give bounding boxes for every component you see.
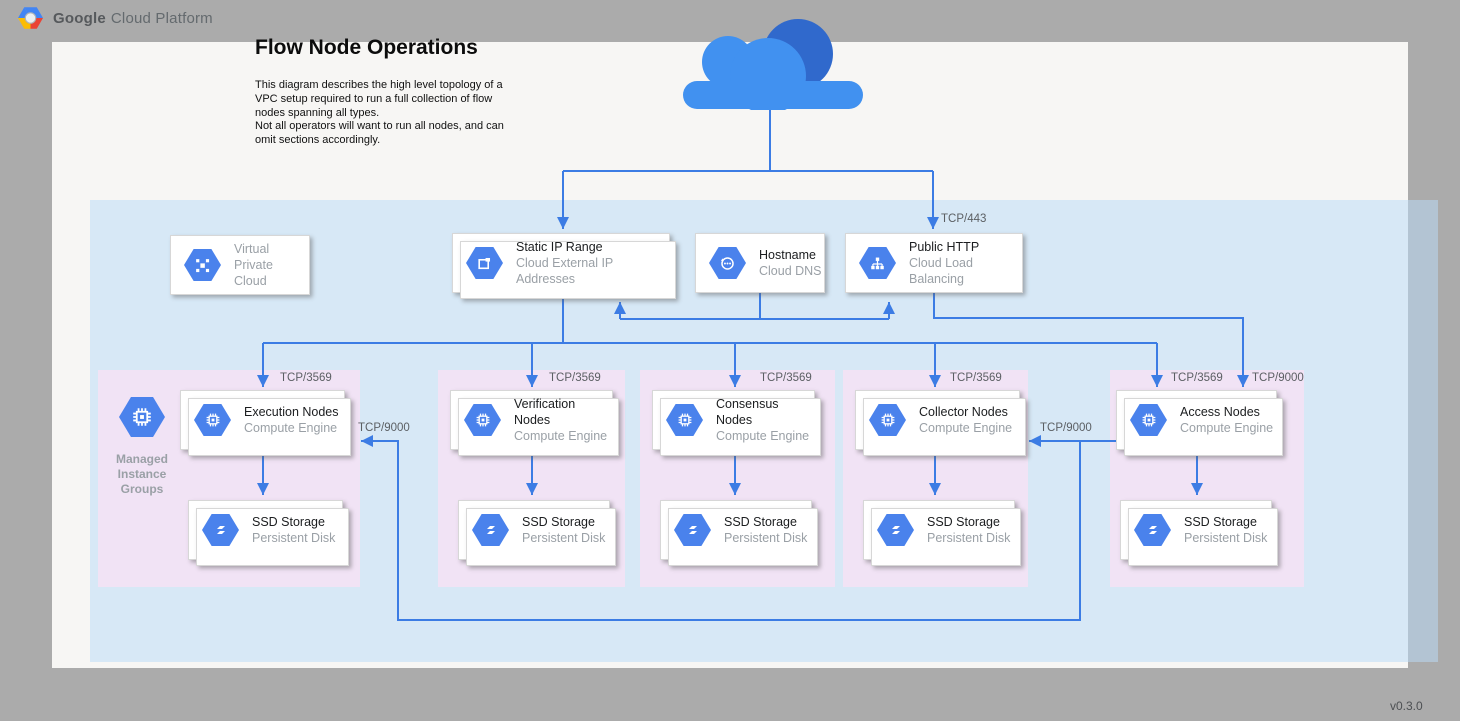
- consensus-ssd-card: SSD Storage Persistent Disk: [660, 500, 818, 566]
- card-title: SSD Storage: [927, 515, 1000, 529]
- managed-instance-groups-label: Managed Instance Groups: [115, 452, 168, 496]
- port-label-verification-3569: TCP/3569: [549, 372, 601, 384]
- collector-nodes-card: Collector Nodes Compute Engine: [855, 390, 1026, 456]
- card-subtitle: Persistent Disk: [522, 531, 606, 545]
- card-title: Access Nodes: [1180, 405, 1260, 419]
- persistent-disk-icon: [472, 514, 509, 546]
- port-label-execution-3569: TCP/3569: [280, 372, 332, 384]
- port-label-collector-9000: TCP/9000: [1040, 422, 1092, 434]
- access-nodes-card: Access Nodes Compute Engine: [1116, 390, 1283, 456]
- public-http-card: Public HTTP Cloud Load Balancing: [845, 233, 1023, 293]
- compute-engine-icon: [666, 404, 703, 436]
- card-title: Consensus Nodes: [716, 397, 779, 427]
- verification-nodes-card: Verification Nodes Compute Engine: [450, 390, 619, 456]
- card-title: SSD Storage: [252, 515, 325, 529]
- card-subtitle: Compute Engine: [514, 429, 608, 443]
- compute-engine-icon: [869, 404, 906, 436]
- card-subtitle: Persistent Disk: [927, 531, 1011, 545]
- static-ip-range-card: Static IP Range Cloud External IP Addres…: [452, 233, 676, 299]
- diagram-description: This diagram describes the high level to…: [255, 79, 504, 147]
- port-label-access-9000: TCP/9000: [1252, 372, 1304, 384]
- virtual-private-cloud-card: Virtual Private Cloud: [170, 235, 310, 295]
- card-title: SSD Storage: [1184, 515, 1257, 529]
- vpc-icon: [184, 249, 221, 281]
- card-title: SSD Storage: [522, 515, 595, 529]
- hostname-card: Hostname Cloud DNS: [695, 233, 825, 293]
- brand-google: Google: [53, 9, 106, 27]
- port-label-consensus-3569: TCP/3569: [760, 372, 812, 384]
- card-subtitle: Cloud Load Balancing: [909, 256, 973, 286]
- card-subtitle: Persistent Disk: [1184, 531, 1268, 545]
- card-title: Verification Nodes: [514, 397, 576, 427]
- card-subtitle: Compute Engine: [244, 421, 338, 435]
- card-subtitle: Cloud DNS: [759, 264, 822, 278]
- card-subtitle: Cloud External IP Addresses: [516, 256, 614, 286]
- access-ssd-card: SSD Storage Persistent Disk: [1120, 500, 1278, 566]
- card-subtitle: Compute Engine: [919, 421, 1013, 435]
- card-title: Hostname: [759, 248, 816, 262]
- port-label-collector-3569: TCP/3569: [950, 372, 1002, 384]
- persistent-disk-icon: [202, 514, 239, 546]
- execution-nodes-card: Execution Nodes Compute Engine: [180, 390, 351, 456]
- verification-ssd-card: SSD Storage Persistent Disk: [458, 500, 616, 566]
- compute-engine-icon: [464, 404, 501, 436]
- card-subtitle: Compute Engine: [1180, 421, 1274, 435]
- card-title: Static IP Range: [516, 240, 603, 254]
- cloud-dns-icon: [709, 247, 746, 279]
- card-subtitle: Persistent Disk: [252, 531, 336, 545]
- port-label-access-3569: TCP/3569: [1171, 372, 1223, 384]
- collector-ssd-card: SSD Storage Persistent Disk: [863, 500, 1021, 566]
- internet-cloud-icon: [683, 19, 863, 110]
- persistent-disk-icon: [877, 514, 914, 546]
- card-title: Collector Nodes: [919, 405, 1008, 419]
- load-balancing-icon: [859, 247, 896, 279]
- card-subtitle: Private Cloud: [234, 258, 273, 288]
- execution-ssd-card: SSD Storage Persistent Disk: [188, 500, 349, 566]
- card-subtitle: Compute Engine: [716, 429, 810, 443]
- compute-engine-icon: [1130, 404, 1167, 436]
- card-title: SSD Storage: [724, 515, 797, 529]
- persistent-disk-icon: [1134, 514, 1171, 546]
- card-subtitle: Persistent Disk: [724, 531, 808, 545]
- card-title: Execution Nodes: [244, 405, 339, 419]
- card-title: Public HTTP: [909, 240, 980, 254]
- persistent-disk-icon: [674, 514, 711, 546]
- port-label-execution-9000: TCP/9000: [358, 422, 410, 434]
- gcp-logo-icon: [18, 7, 43, 29]
- version-label: v0.3.0: [1390, 699, 1423, 713]
- diagram-title: Flow Node Operations: [255, 36, 478, 59]
- port-label-https: TCP/443: [941, 213, 987, 225]
- consensus-nodes-card: Consensus Nodes Compute Engine: [652, 390, 821, 456]
- compute-engine-icon: [194, 404, 231, 436]
- brand-cloud-platform: Cloud Platform: [110, 9, 213, 27]
- card-title: Virtual: [234, 242, 270, 256]
- external-ip-icon: [466, 247, 503, 279]
